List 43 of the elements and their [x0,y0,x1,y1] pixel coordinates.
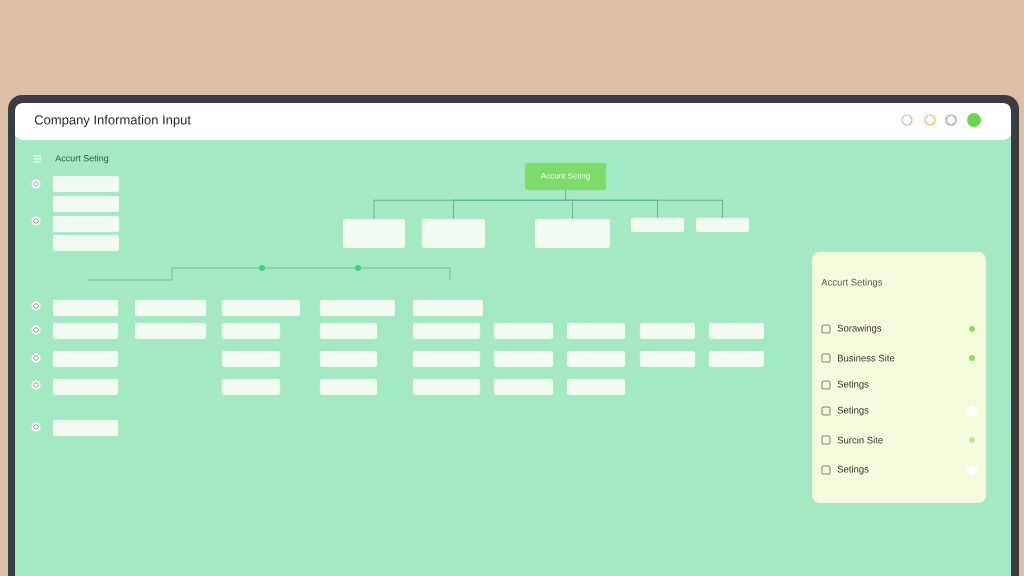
card-box [421,218,486,249]
card-box [134,299,207,317]
card-box [695,217,750,233]
card-box [412,350,481,368]
card-box [319,299,396,317]
card-box [493,378,554,396]
card-box [52,322,119,340]
card-box [319,378,378,396]
card-box [493,350,554,368]
card-box [52,299,119,317]
settings-panel: Accurt Setings Sorawings Business Site Setings Setings Surcin Site Setings [811,251,987,504]
card-box [52,419,119,437]
card-box [708,322,765,340]
card-box [221,378,281,396]
card-box [52,378,119,396]
card-box [342,218,406,249]
card-box [52,215,120,233]
card-box [134,322,207,340]
card-box [566,378,626,396]
sidebar-heading: Accurt Seting [55,154,109,164]
card-box [412,378,481,396]
card-box [319,350,378,368]
card-box [52,350,119,368]
card-box [52,195,120,213]
card-box [534,218,611,249]
card-box [630,217,685,233]
card-box [566,350,626,368]
card-box [52,234,120,252]
card-box [412,322,481,340]
card-box [493,322,554,340]
card-box [639,350,696,368]
card-box [639,322,696,340]
card-box [708,350,765,368]
connector-line [565,189,723,219]
card-box [221,350,281,368]
card-box [52,175,120,193]
root-box: Accunt Seting [524,162,607,191]
card-box [221,322,281,340]
card-box [566,322,626,340]
card-box [319,322,378,340]
card-box [221,299,301,317]
title-bar: Company Information Input [15,103,1011,140]
card-box [412,299,484,317]
